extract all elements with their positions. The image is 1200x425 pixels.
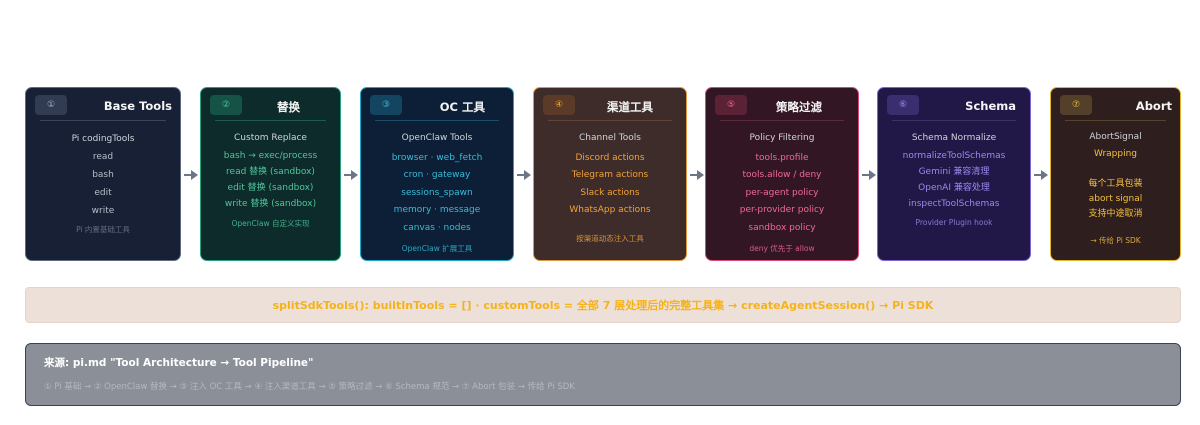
arrow-right-icon	[344, 170, 358, 180]
tool-item: write 替换 (sandbox)	[224, 199, 317, 209]
tool-item: 每个工具包装	[1088, 179, 1143, 189]
tool-item: browser · web_fetch	[391, 152, 483, 163]
stage-title: Schema	[965, 99, 1016, 113]
stage-note: Provider Plugin hook	[915, 218, 993, 227]
stage-divider	[548, 120, 672, 121]
stage-divider	[40, 120, 166, 121]
stage-card-replace: ② 替换 Custom Replace bash → exec/process re…	[200, 87, 341, 261]
tool-item: edit	[94, 188, 112, 198]
stage-tool-list: Pi codingTools read bash edit write Pi 内置基础工具	[26, 130, 180, 235]
tool-item: inspectToolSchemas	[908, 199, 1000, 209]
stage-note: OpenClaw 自定义实现	[231, 219, 310, 228]
stage-number-badge: ⑤	[715, 95, 747, 115]
stage-number-badge: ②	[210, 95, 242, 115]
stage-divider	[720, 120, 844, 121]
tool-item: bash	[92, 170, 114, 180]
sdk-split-banner: splitSdkTools(): builtInTools = [] · cus…	[25, 287, 1181, 323]
tool-item: OpenAI 兼容处理	[918, 183, 990, 193]
stage-card-oc-tools: ③ OC 工具 OpenClaw Tools browser · web_fetc…	[360, 87, 514, 261]
stage-subtitle: AbortSignal	[1089, 132, 1142, 142]
source-title: 来源: pi.md "Tool Architecture → Tool Pipe…	[44, 357, 314, 369]
stage-title: 替换	[277, 100, 300, 114]
stage-card-schema: ⑥ Schema Schema Normalize normalizeToolSc…	[877, 87, 1031, 261]
stage-card-base-tools: ① Base Tools Pi codingTools read bash edit w…	[25, 87, 181, 261]
stage-title: OC 工具	[439, 100, 485, 114]
stage-tool-list: Custom Replace bash → exec/process read 替换…	[201, 130, 340, 229]
stage-divider	[1065, 120, 1166, 121]
tool-item: tools.allow / deny	[742, 170, 822, 180]
arrow-right-icon	[517, 170, 531, 180]
tool-item: read	[92, 152, 114, 162]
stage-note: 按渠道动态注入工具	[576, 233, 644, 243]
arrow-right-icon	[862, 170, 876, 180]
stage-subtitle: Custom Replace	[234, 133, 307, 143]
stage-note: → 传给 Pi SDK	[1090, 236, 1141, 245]
tool-item: per-agent policy	[745, 187, 819, 198]
stage-note: OpenClaw 扩展工具	[401, 244, 473, 253]
stage-note: deny 优先于 allow	[749, 244, 815, 253]
tool-item: Gemini 兼容清理	[918, 167, 990, 177]
arrow-right-icon	[1034, 170, 1048, 180]
stage-number-badge: ⑦	[1060, 95, 1092, 115]
tool-item: WhatsApp actions	[569, 205, 651, 215]
arrow-right-icon	[184, 170, 198, 180]
stage-tool-list: Policy Filtering tools.profile tools.allow…	[706, 130, 858, 254]
stage-divider	[892, 120, 1016, 121]
stage-title: 渠道工具	[607, 100, 653, 114]
tool-item: edit 替换 (sandbox)	[227, 183, 314, 193]
tool-item: Slack actions	[580, 187, 640, 198]
stage-title: Abort	[1135, 99, 1172, 113]
pipeline-summary: ① Pi 基础 → ② OpenClaw 替换 → ③ 注入 OC 工具 → ④…	[44, 382, 575, 392]
source-panel: 来源: pi.md "Tool Architecture → Tool Pipe…	[25, 343, 1181, 406]
tool-item: 支持中途取消	[1088, 209, 1143, 219]
tool-item: Wrapping	[1093, 149, 1138, 159]
tool-item: canvas · nodes	[403, 222, 471, 233]
tool-item: cron · gateway	[403, 170, 471, 180]
stage-number-badge: ④	[543, 95, 575, 115]
tool-item: sandbox policy	[748, 222, 816, 233]
stage-number-badge: ①	[35, 95, 67, 115]
arrow-right-icon	[690, 170, 704, 180]
tool-item: tools.profile	[755, 152, 809, 163]
stage-note: Pi 内置基础工具	[76, 225, 130, 234]
stage-subtitle: Policy Filtering	[749, 133, 815, 143]
tool-item: memory · message	[393, 205, 481, 215]
stage-subtitle: Schema Normalize	[911, 133, 997, 143]
stage-subtitle: Pi codingTools	[71, 134, 135, 144]
stage-subtitle: OpenClaw Tools	[401, 133, 473, 143]
stage-divider	[215, 120, 326, 121]
tool-item	[1051, 162, 1180, 177]
stage-title: Base Tools	[103, 99, 172, 113]
tool-item: normalizeToolSchemas	[902, 151, 1006, 161]
stage-number-badge: ⑥	[887, 95, 919, 115]
tool-item: sessions_spawn	[401, 187, 473, 198]
stage-number-badge: ③	[370, 95, 402, 115]
stage-title: 策略过滤	[776, 100, 822, 114]
tool-item: read 替换 (sandbox)	[226, 167, 315, 177]
stage-subtitle: Channel Tools	[579, 133, 641, 143]
tool-item: write	[91, 206, 115, 216]
stage-card-policy-filter: ⑤ 策略过滤 Policy Filtering tools.profile tool…	[705, 87, 859, 261]
tool-item: Discord actions	[575, 152, 645, 163]
tool-item: per-provider policy	[739, 205, 825, 215]
tool-item: Telegram actions	[571, 170, 649, 180]
tool-item: bash → exec/process	[223, 151, 318, 161]
tool-item: abort signal	[1088, 194, 1143, 204]
stage-divider	[375, 120, 499, 121]
